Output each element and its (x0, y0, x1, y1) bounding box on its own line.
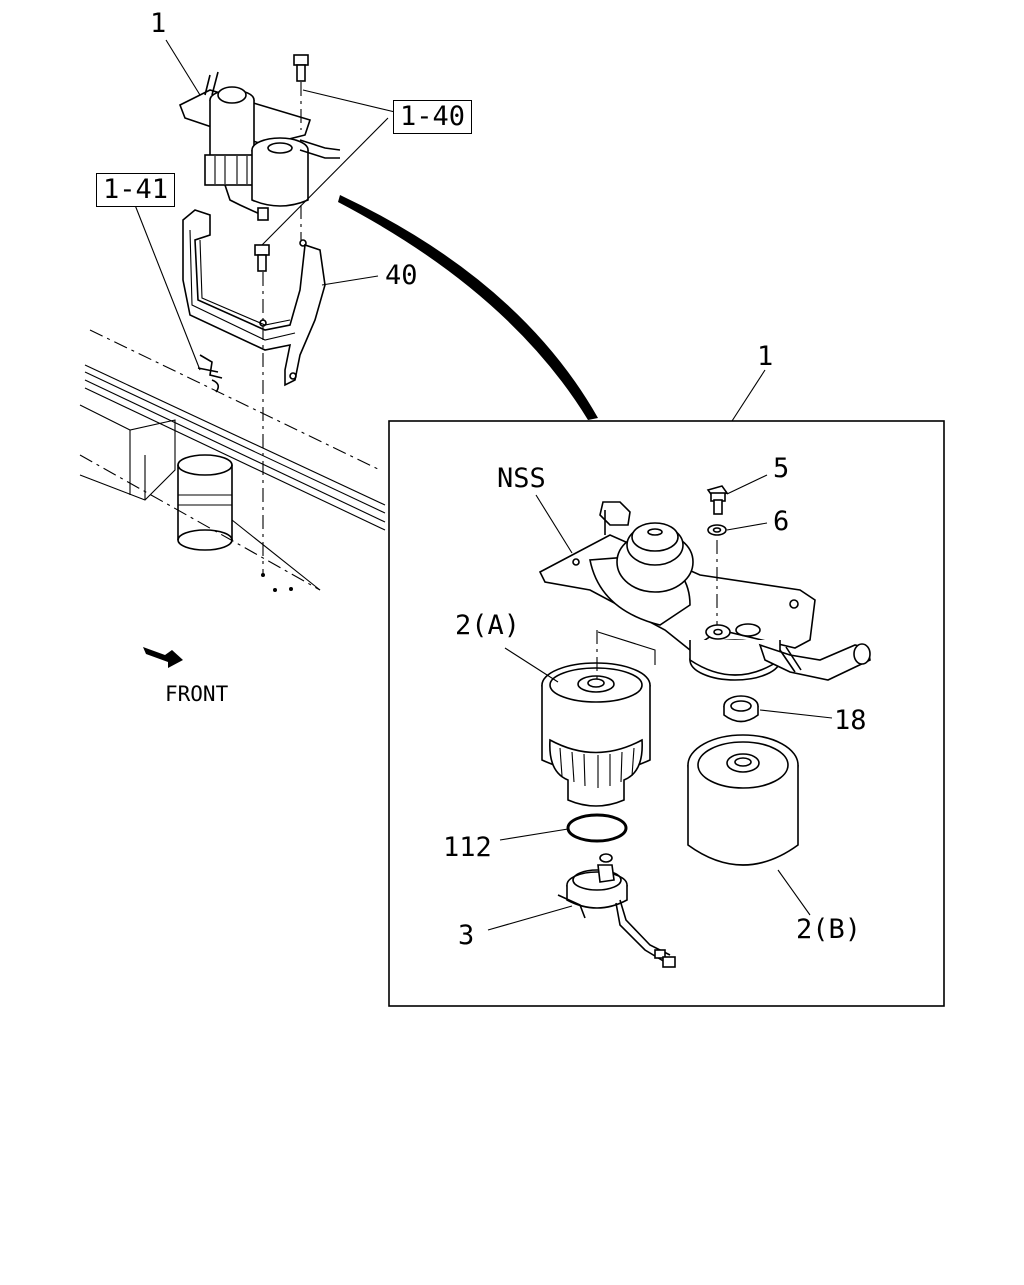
washer-6 (707, 524, 727, 536)
o-ring-112 (566, 813, 628, 843)
callout-filter-b: 2(B) (796, 914, 862, 945)
callout-assembly-overview: 1 (150, 8, 167, 39)
callout-assembly-detail: 1 (757, 341, 774, 372)
bracket-40 (182, 209, 326, 387)
callout-bracket: 40 (385, 260, 418, 291)
callout-seal: 18 (834, 705, 867, 736)
callout-ref-1-41: 1-41 (96, 173, 176, 207)
callout-bolt: 5 (773, 453, 790, 484)
detail-frame (388, 420, 945, 1007)
callout-filter-a: 2(A) (455, 610, 521, 641)
callout-o-ring: 112 (443, 832, 492, 863)
overview-filter-assembly (178, 71, 341, 221)
overview-bolt-top (293, 54, 309, 82)
callout-sensor: 3 (458, 920, 475, 951)
overview-bolt-mid (254, 244, 270, 272)
bolt-5 (706, 485, 729, 515)
clip-1-41 (197, 354, 223, 393)
callout-ref-1-40: 1-40 (393, 100, 473, 134)
seal-18 (723, 695, 759, 723)
callout-washer: 6 (773, 506, 790, 537)
frame-fitting (177, 454, 321, 591)
filter-head-nss (538, 501, 871, 681)
filter-2a (541, 662, 651, 807)
filter-2b (687, 734, 799, 866)
detail-curve-arrow (338, 195, 598, 420)
front-direction-label: FRONT (165, 682, 229, 706)
front-arrow-icon (143, 647, 183, 668)
callout-nss: NSS (497, 463, 546, 494)
sensor-3 (557, 853, 676, 968)
frame-rail (79, 329, 386, 591)
